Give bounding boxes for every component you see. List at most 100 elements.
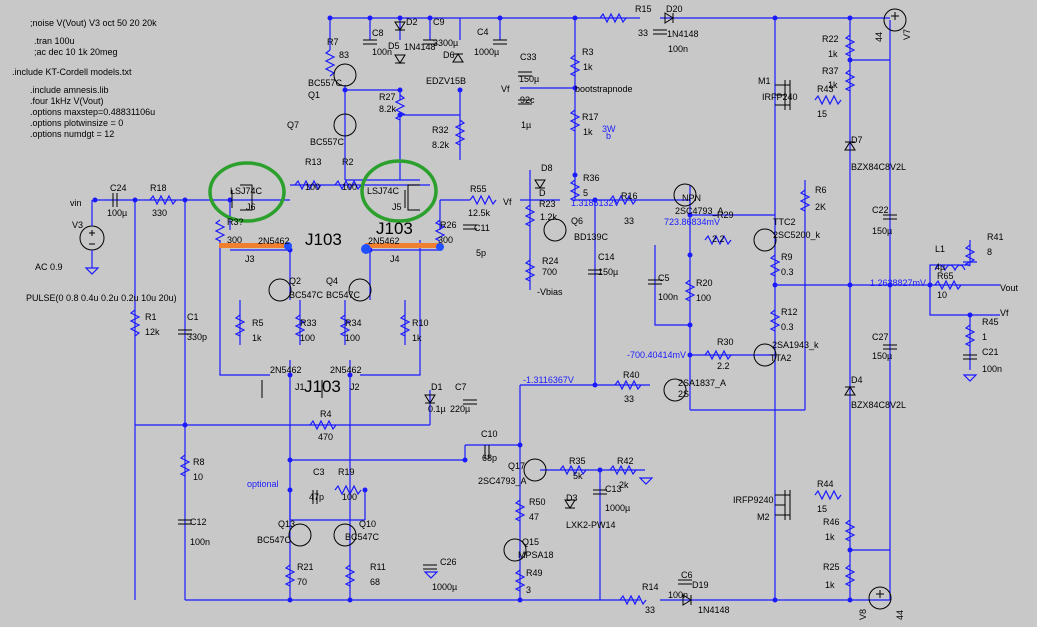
r19-name: R19 <box>338 467 355 477</box>
q13-value: BC547C <box>257 535 292 545</box>
r7-value: 83 <box>339 50 349 60</box>
resistor-symbols <box>129 12 976 606</box>
spice-directives: ;noise V(Vout) V3 oct 50 20 20k .tran 10… <box>12 18 157 140</box>
r65-value: 10 <box>937 290 947 300</box>
net-bootstrap: bootstrapnode <box>575 84 633 94</box>
r29-value: 2.2 <box>712 234 725 244</box>
c21-value: 100n <box>982 364 1002 374</box>
net-vin: vin <box>70 198 82 208</box>
highlights <box>208 159 444 254</box>
r13-name: R13 <box>305 157 322 167</box>
c5-value: 100n <box>658 292 678 302</box>
directive-four: .four 1kHz V(Vout) <box>30 96 104 106</box>
m2-value: IRFP9240 <box>733 495 774 505</box>
d2-value: 1N4148 <box>0 0 32 2</box>
r33-name: R33 <box>300 318 317 328</box>
c1-value: 330p <box>187 332 207 342</box>
l1-value: 4µ <box>935 262 945 272</box>
c7-value: 220µ <box>450 404 470 414</box>
r40-value: 33 <box>624 394 634 404</box>
net-vf-top: Vf <box>501 84 510 94</box>
c24-name: C24 <box>110 183 127 193</box>
r65-name: R65 <box>937 271 954 281</box>
r6-value: 2K <box>815 202 826 212</box>
tta2-value: 2SA1943_k <box>772 340 819 350</box>
r37-name: R37 <box>822 66 839 76</box>
r26-value: 300 <box>438 235 453 245</box>
wires <box>95 17 1000 601</box>
r41-name: R41 <box>987 232 1004 242</box>
q2-name: Q2 <box>289 276 301 286</box>
q7-value: BC557C <box>310 137 345 147</box>
q6-name: Q6 <box>571 216 583 226</box>
tta2-name: TTA2 <box>770 353 791 363</box>
r34-value: 100 <box>345 333 360 343</box>
c4-name: C4 <box>477 27 489 37</box>
q_drv_n-name: 2S <box>678 389 689 399</box>
probe-voltage: 723.86834mV <box>664 217 720 227</box>
d19-name: D19 <box>692 580 709 590</box>
r11-value: 68 <box>370 577 380 587</box>
c6-value: 100n <box>668 590 688 600</box>
d6-name: D6 <box>443 50 455 60</box>
npn-name: NPN <box>682 193 701 203</box>
r2-name: R2 <box>342 157 354 167</box>
c9-name: C9 <box>433 17 445 27</box>
r46-value: 1k <box>825 532 835 542</box>
r20-value: 100 <box>696 293 711 303</box>
r36-value: 5 <box>583 188 588 198</box>
r50-name: R50 <box>529 497 546 507</box>
r12-name: R12 <box>781 307 798 317</box>
c12-value: 100n <box>190 537 210 547</box>
d5-value: 1N4148 <box>404 42 436 52</box>
q4-name: Q4 <box>326 276 338 286</box>
r44-name: R44 <box>817 479 834 489</box>
source-v7-name: V7 <box>902 29 912 40</box>
r24-value: 700 <box>542 267 557 277</box>
r29-name: R29 <box>717 210 734 220</box>
q13-name: Q13 <box>278 519 295 529</box>
c26-name: C26 <box>440 557 457 567</box>
d7-name: D7 <box>851 135 863 145</box>
highlight-dot-right <box>361 244 371 254</box>
q7-name: Q7 <box>287 120 299 130</box>
r18-value: 330 <box>152 208 167 218</box>
r43-value: 15 <box>817 109 827 119</box>
q1-name: Q1 <box>308 90 320 100</box>
c22-name: C22 <box>872 205 889 215</box>
m1-value: IRFP240 <box>762 92 798 102</box>
r13-value: 100 <box>305 182 320 192</box>
source-v8-value: 44 <box>895 610 905 620</box>
c27-name: C27 <box>872 332 889 342</box>
c33-name: C33 <box>520 52 537 62</box>
r11-name: R11 <box>370 562 386 572</box>
d6-value: EDZV15B <box>426 76 466 86</box>
r25-name: R25 <box>823 562 840 572</box>
c11-name: C11 <box>474 223 490 233</box>
r27-name: R27 <box>379 92 396 102</box>
r49-name: R49 <box>526 568 543 578</box>
c10-value: 68p <box>482 453 497 463</box>
c6-name: C6 <box>681 570 693 580</box>
diode-symbols <box>394 12 856 606</box>
c8-name: C8 <box>372 28 384 38</box>
r1-name: R1 <box>145 312 157 322</box>
d19-value: 1N4148 <box>698 605 730 615</box>
directive-maxstep: .options maxstep=0.48831106u <box>30 107 156 117</box>
source-v8-name: V8 <box>858 609 868 620</box>
j3-value: 2N5462 <box>258 236 290 246</box>
c3-name: C3 <box>313 467 325 477</box>
c3-value: 47p <box>309 492 324 502</box>
j6-value: LSJ74C <box>230 186 263 196</box>
highlight-bar-right <box>365 243 443 248</box>
r36-name: R36 <box>583 173 600 183</box>
probe-voltage: 1.2638827mV <box>870 278 926 288</box>
r23-name: R23 <box>539 199 556 209</box>
j103-label-right: J103 <box>376 219 413 238</box>
r14-value: 33 <box>645 605 655 615</box>
c13-name: C13 <box>605 484 622 494</box>
j6-name: J6 <box>246 202 256 212</box>
c26-value: 1000µ <box>432 582 457 592</box>
net-vf-feedback: Vf <box>1000 308 1009 318</box>
directive-noise: ;noise V(Vout) V3 oct 50 20 20k <box>30 18 157 28</box>
